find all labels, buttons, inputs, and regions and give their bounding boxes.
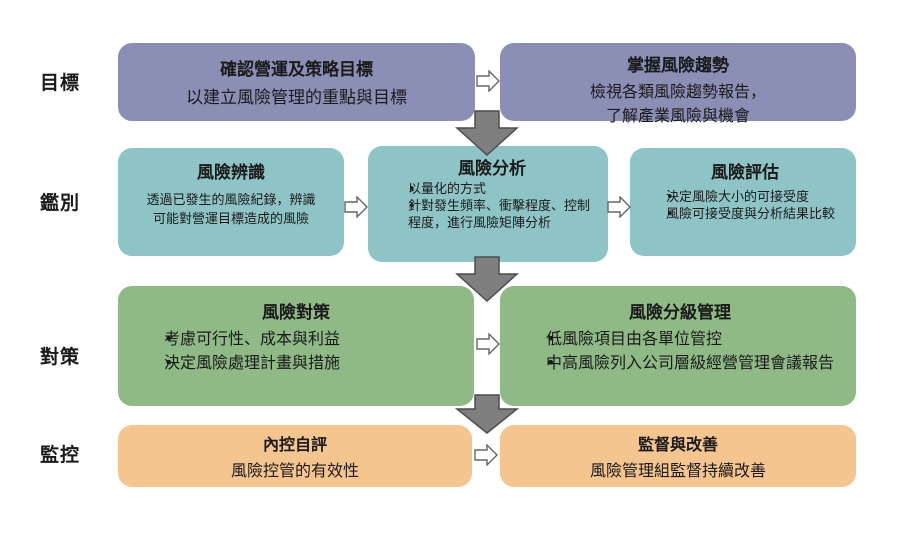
row-label-response: 對策 [40,346,81,368]
risk-response-title: 風險對策 [262,303,330,323]
goal-strategy-box: 確認營運及策略目標 以建立風險管理的重點與目標 [118,43,475,121]
risk-analysis-box: 風險分析 以量化的方式 針對發生頻率、衝擊程度、控制程度，進行風險矩陣分析 [368,146,608,262]
risk-tier-management-bullet-1: 低風險項目由各單位管控 [520,327,840,351]
risk-analysis-bullet-2: 針對發生頻率、衝擊程度、控制程度，進行風險矩陣分析 [388,198,596,232]
internal-control-text: 風險控管的有效性 [230,461,359,480]
arrow-right-icon [476,70,500,92]
risk-identification-title: 風險辨識 [197,163,265,183]
risk-tier-management-bullet-2: 中高風險列入公司層級經營管理會議報告 [520,351,840,375]
supervision-box: 監督與改善 風險管理組監督持續改善 [500,425,856,487]
risk-analysis-bullet-1: 以量化的方式 [388,181,596,198]
goal-strategy-text: 以建立風險管理的重點與目標 [186,88,407,108]
risk-response-box: 風險對策 考慮可行性、成本與利益 決定風險處理計畫與措施 [118,286,474,406]
risk-response-bullet-1: 考慮可行性、成本與利益 [138,327,454,351]
risk-identification-line-2: 可能對營運目標造成的風險 [152,212,309,227]
row-label-monitor: 監控 [40,444,81,466]
supervision-title: 監督與改善 [637,435,718,454]
internal-control-box: 內控自評 風險控管的有效性 [118,425,472,487]
risk-evaluation-bullet-2: 風險可接受度與分析結果比較 [644,206,846,223]
risk-identification-box: 風險辨識 透過已發生的風險紀錄，辨識 可能對營運目標造成的風險 [118,148,344,256]
internal-control-title: 內控自評 [262,435,327,454]
arrow-right-icon [474,444,498,466]
risk-evaluation-title: 風險評估 [711,163,779,183]
risk-trend-line-2: 了解產業風險與機會 [605,106,750,125]
risk-trend-title: 掌握風險趨勢 [627,56,729,76]
goal-strategy-title: 確認營運及策略目標 [220,60,373,80]
risk-trend-line-1: 檢視各類風險趨勢報告， [589,82,766,101]
risk-tier-management-title: 風險分級管理 [629,303,731,323]
row-label-identify: 鑑別 [40,192,81,214]
risk-trend-box: 掌握風險趨勢 檢視各類風險趨勢報告， 了解產業風險與機會 [500,43,856,125]
arrow-right-icon [607,196,631,218]
arrow-down-icon [455,394,519,434]
risk-identification-line-1: 透過已發生的風險紀錄，辨識 [146,193,316,208]
arrow-down-icon [455,110,519,156]
risk-tier-management-box: 風險分級管理 低風險項目由各單位管控 中高風險列入公司層級經營管理會議報告 [500,286,856,406]
risk-evaluation-bullet-1: 決定風險大小的可接受度 [644,189,846,206]
arrow-down-icon [455,256,519,302]
arrow-right-icon [344,196,368,218]
risk-evaluation-box: 風險評估 決定風險大小的可接受度 風險可接受度與分析結果比較 [630,148,856,256]
supervision-text: 風險管理組監督持續改善 [589,461,766,480]
risk-response-bullet-2: 決定風險處理計畫與措施 [138,351,454,375]
risk-analysis-title: 風險分析 [458,159,526,179]
arrow-right-icon [476,333,500,355]
row-label-goal: 目標 [40,72,81,94]
